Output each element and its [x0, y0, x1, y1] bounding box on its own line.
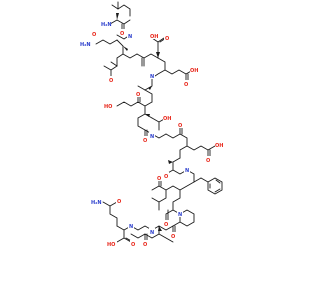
gln-amide-nh2-label: H₂N — [80, 42, 91, 48]
glu-carbonyl-oxygen-label: O — [184, 82, 188, 88]
stereo-wedges — [116, 13, 173, 231]
peptide-structure: H₂N O N H₂N O O OH O OH O N HO O — [80, 1, 225, 248]
amide-nh-label: N — [150, 134, 154, 140]
oxygen-label: O — [109, 78, 113, 84]
gln-amide-oxygen-label: O — [92, 32, 96, 38]
asp-carbonyl-oxygen-label: O — [165, 36, 169, 42]
oxygen-label: O — [136, 92, 140, 98]
oxygen-label: O — [164, 222, 168, 228]
n-terminus-amine-label: H₂N — [101, 22, 112, 28]
asp-hydroxyl-label: OH — [150, 34, 158, 40]
oxygen-label: O — [178, 123, 182, 129]
glu-hydroxyl-label: OH — [190, 68, 198, 74]
c-terminus-hydroxyl-label: HO — [107, 242, 115, 248]
phenyl-ring — [200, 177, 223, 195]
amide-nh-label: N — [150, 230, 154, 236]
glu9-carbonyl-oxygen-label: O — [206, 158, 210, 164]
oxygen-label: O — [164, 174, 168, 180]
oxygen-label: O — [143, 138, 147, 144]
atom-labels: H₂N O N H₂N O O OH O OH O N HO O — [80, 20, 225, 248]
glu9-hydroxyl-label: OH — [215, 143, 223, 149]
c-terminus-oxygen-label: O — [131, 242, 135, 248]
gln14-amide-oxygen-label: O — [117, 199, 121, 205]
glu6-hydroxyl-label: HO — [104, 104, 112, 110]
oxygen-label: O — [120, 31, 124, 37]
oxygen-label: O — [143, 242, 147, 248]
amide-nh-label: N — [128, 34, 132, 40]
oxygen-label: O — [157, 176, 161, 182]
proline-nitrogen-label: N — [178, 212, 182, 218]
backbone-bonds — [95, 1, 216, 243]
oxygen-label: O — [171, 234, 175, 240]
gln14-amide-nh2-label: H₂N — [91, 200, 102, 206]
amide-nh-label: N — [150, 74, 154, 80]
double-bonds — [121, 23, 211, 243]
thr-hydroxyl-label: OH — [163, 116, 171, 122]
amide-nh-label: N — [129, 224, 133, 230]
amide-nh-label: N — [185, 168, 189, 174]
